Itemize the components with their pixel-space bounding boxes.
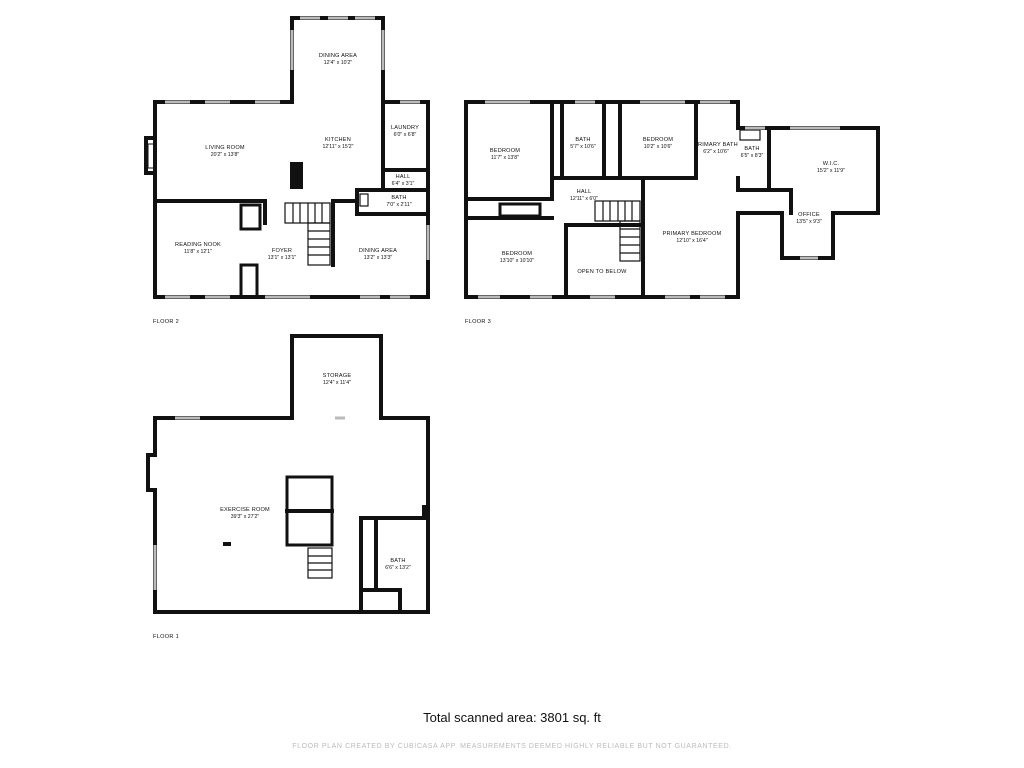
floor-2-plan: DINING AREA 12'4" x 10'2" LIVING ROOM 20… <box>144 16 430 325</box>
fireplace-hearth <box>147 143 155 169</box>
floor-2-stairs <box>284 202 331 266</box>
bath-fixture <box>739 129 761 141</box>
kitchen-appliance <box>290 162 303 189</box>
floor-3-stairs <box>594 200 641 262</box>
room-name: EXERCISE ROOM <box>220 507 270 513</box>
room-name: W.I.C. <box>823 161 840 167</box>
room-name: DINING AREA <box>359 248 397 254</box>
room-dimensions: 12'4" x 11'4" <box>323 380 351 386</box>
room-dimensions: 5'7" x 10'6" <box>570 144 596 150</box>
room-name: BEDROOM <box>490 148 520 154</box>
floor-plan-diagram: DINING AREA 12'4" x 10'2" LIVING ROOM 20… <box>144 16 880 640</box>
total-area: Total scanned area: 3801 sq. ft <box>423 710 601 725</box>
floor-1-outer-wall <box>146 334 430 614</box>
room-dimensions: 12'10" x 16'4" <box>676 238 707 244</box>
room-dimensions: 12'4" x 10'2" <box>324 60 353 66</box>
floor-3-plan: BEDROOM 11'7" x 13'8" BATH 5'7" x 10'6" … <box>464 100 880 325</box>
room-name: BATH <box>391 195 406 201</box>
closet <box>239 203 262 231</box>
room-name: LAUNDRY <box>391 125 419 131</box>
room-name: BEDROOM <box>502 251 532 257</box>
floor-label: FLOOR 1 <box>153 634 179 640</box>
room-dimensions: 10'2" x 10'6" <box>644 144 673 150</box>
room-dimensions: 6'6" x 13'2" <box>385 565 411 571</box>
closet <box>239 263 259 299</box>
room-dimensions: 11'7" x 13'8" <box>491 155 519 161</box>
floor-1-plan: STORAGE 12'4" x 11'4" EXERCISE ROOM 39'3… <box>146 334 430 640</box>
fireplace <box>144 136 157 175</box>
floor-label: FLOOR 2 <box>153 319 179 325</box>
room-name: READING NOOK <box>175 242 221 248</box>
room-name: BATH <box>744 146 759 152</box>
toilet <box>359 193 369 207</box>
room-name: HALL <box>396 174 411 180</box>
utility-box <box>422 505 428 519</box>
room-name: HALL <box>577 189 592 195</box>
room-name: BEDROOM <box>643 137 673 143</box>
room-dimensions: 6'4" x 3'1" <box>392 181 415 187</box>
room-name: BATH <box>390 558 405 564</box>
room-name: LIVING ROOM <box>205 145 245 151</box>
floor-label: FLOOR 3 <box>465 319 491 325</box>
room-dimensions: 11'8" x 12'1" <box>184 249 212 255</box>
room-dimensions: 12'11" x 15'2" <box>323 144 354 150</box>
room-dimensions: 39'3" x 27'2" <box>231 514 260 520</box>
room-dimensions: 7'0" x 2'11" <box>386 202 411 208</box>
room-name: STORAGE <box>323 373 352 379</box>
room-dimensions: 12'11" x 6'0" <box>570 196 598 202</box>
room-dimensions: 13'1" x 13'1" <box>268 255 297 261</box>
room-dimensions: 6'0" x 6'8" <box>394 132 417 138</box>
room-name: DINING AREA <box>319 53 357 59</box>
room-dimensions: 6'5" x 8'3" <box>741 153 764 159</box>
footer-disclaimer: FLOOR PLAN CREATED BY CUBICASA APP. MEAS… <box>292 743 732 750</box>
room-dimensions: 6'2" x 10'6" <box>703 149 729 155</box>
room-name: BATH <box>575 137 590 143</box>
floor-marker <box>223 542 231 546</box>
room-dimensions: 13'5" x 9'3" <box>796 219 822 225</box>
floor-3-outer-wall <box>464 100 880 299</box>
room-name: PRIMARY BEDROOM <box>663 231 722 237</box>
room-name: FOYER <box>272 248 292 254</box>
room-name: OFFICE <box>798 212 820 218</box>
closet <box>498 202 542 218</box>
room-name: KITCHEN <box>325 137 351 143</box>
room-dimensions: 15'2" x 11'9" <box>817 168 845 174</box>
room-name: PRIMARY BATH <box>694 142 738 148</box>
room-name: OPEN TO BELOW <box>577 269 627 275</box>
room-dimensions: 20'2" x 13'8" <box>211 152 240 158</box>
room-dimensions: 13'10" x 10'10" <box>500 258 534 264</box>
room-dimensions: 13'2" x 13'3" <box>364 255 393 261</box>
